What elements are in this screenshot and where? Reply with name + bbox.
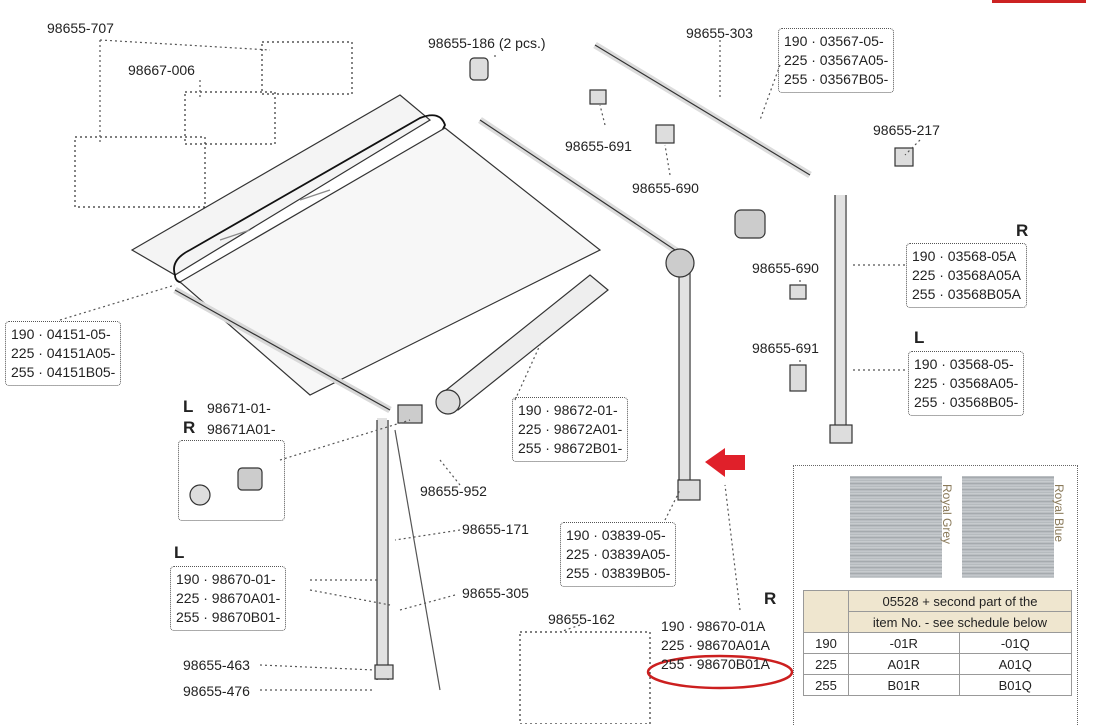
side-marker-right-upper: R: [1016, 221, 1029, 240]
part-label-98655-691-top: 98655-691: [565, 138, 632, 154]
part-box-03568-right: 190 · 03568-05A 225 · 03568A05A 255 · 03…: [906, 243, 1027, 308]
part-label-98655-476: 98655-476: [183, 683, 250, 699]
fabric-swatch-royal-blue: [962, 476, 1054, 578]
part-label-98655-171: 98655-171: [462, 521, 529, 537]
red-arrow-icon: [705, 448, 745, 477]
part-box-98670-left: 190 · 98670-01- 225 · 98670A01- 255 · 98…: [170, 566, 287, 631]
table-row: 225 A01R A01Q: [803, 653, 1073, 675]
part-box-03568-left: 190 · 03568-05- 225 · 03568A05- 255 · 03…: [908, 351, 1025, 416]
table-row: 255 B01R B01Q: [803, 674, 1073, 696]
part-label-98655-707: 98655-707: [47, 20, 114, 36]
fabric-schedule-panel: [793, 465, 1078, 725]
part-label-98655-952: 98655-952: [420, 483, 487, 499]
fabric-schedule-table: 05528 + second part of the item No. - se…: [803, 590, 1073, 696]
part-label-98655-690-right: 98655-690: [752, 260, 819, 276]
part-box-03839: 190 · 03839-05- 225 · 03839A05- 255 · 03…: [560, 522, 677, 587]
part-box-04151: 190 · 04151-05- 225 · 04151A05- 255 · 04…: [5, 321, 122, 386]
part-label-98655-691-right: 98655-691: [752, 340, 819, 356]
part-label-98655-162: 98655-162: [548, 611, 615, 627]
part-label-98655-463: 98655-463: [183, 657, 250, 673]
table-row: 190 -01R -01Q: [803, 632, 1073, 654]
part-label-98667-006: 98667-006: [128, 62, 195, 78]
part-box-03567: 190 · 03567-05- 225 · 03567A05- 255 · 03…: [778, 28, 895, 93]
side-marker-left-upper: L: [914, 328, 925, 347]
schedule-header-row: 05528 + second part of the: [803, 590, 1072, 633]
schedule-header-line-2: item No. - see schedule below: [848, 611, 1072, 633]
part-label-98655-690-top: 98655-690: [632, 180, 699, 196]
part-label-98655-303: 98655-303: [686, 25, 753, 41]
side-marker-right-bracket: R: [183, 418, 196, 437]
part-box-98671-parts: [178, 440, 285, 521]
part-label-98671-right: 98671A01-: [207, 421, 276, 437]
fabric-swatch-royal-grey: [850, 476, 942, 578]
part-box-98672: 190 · 98672-01- 225 · 98672A01- 255 · 98…: [512, 397, 629, 462]
schedule-header-line-1: 05528 + second part of the: [848, 590, 1072, 612]
swatch-label-royal-blue: Royal Blue: [1052, 484, 1066, 543]
part-label-98671-left: 98671-01-: [207, 400, 271, 416]
top-accent-bar: [992, 0, 1086, 3]
part-label-98655-217: 98655-217: [873, 122, 940, 138]
side-marker-left-bracket: L: [183, 397, 194, 416]
highlight-circle: [646, 654, 794, 690]
part-label-98655-186: 98655-186 (2 pcs.): [428, 35, 546, 51]
part-box-98670-right: 190 · 98670-01A 225 · 98670A01A 255 · 98…: [661, 618, 770, 672]
part-label-98655-305: 98655-305: [462, 585, 529, 601]
side-marker-right-leg: R: [764, 589, 777, 608]
side-marker-left-leg: L: [174, 543, 185, 562]
swatch-label-royal-grey: Royal Grey: [940, 484, 954, 545]
